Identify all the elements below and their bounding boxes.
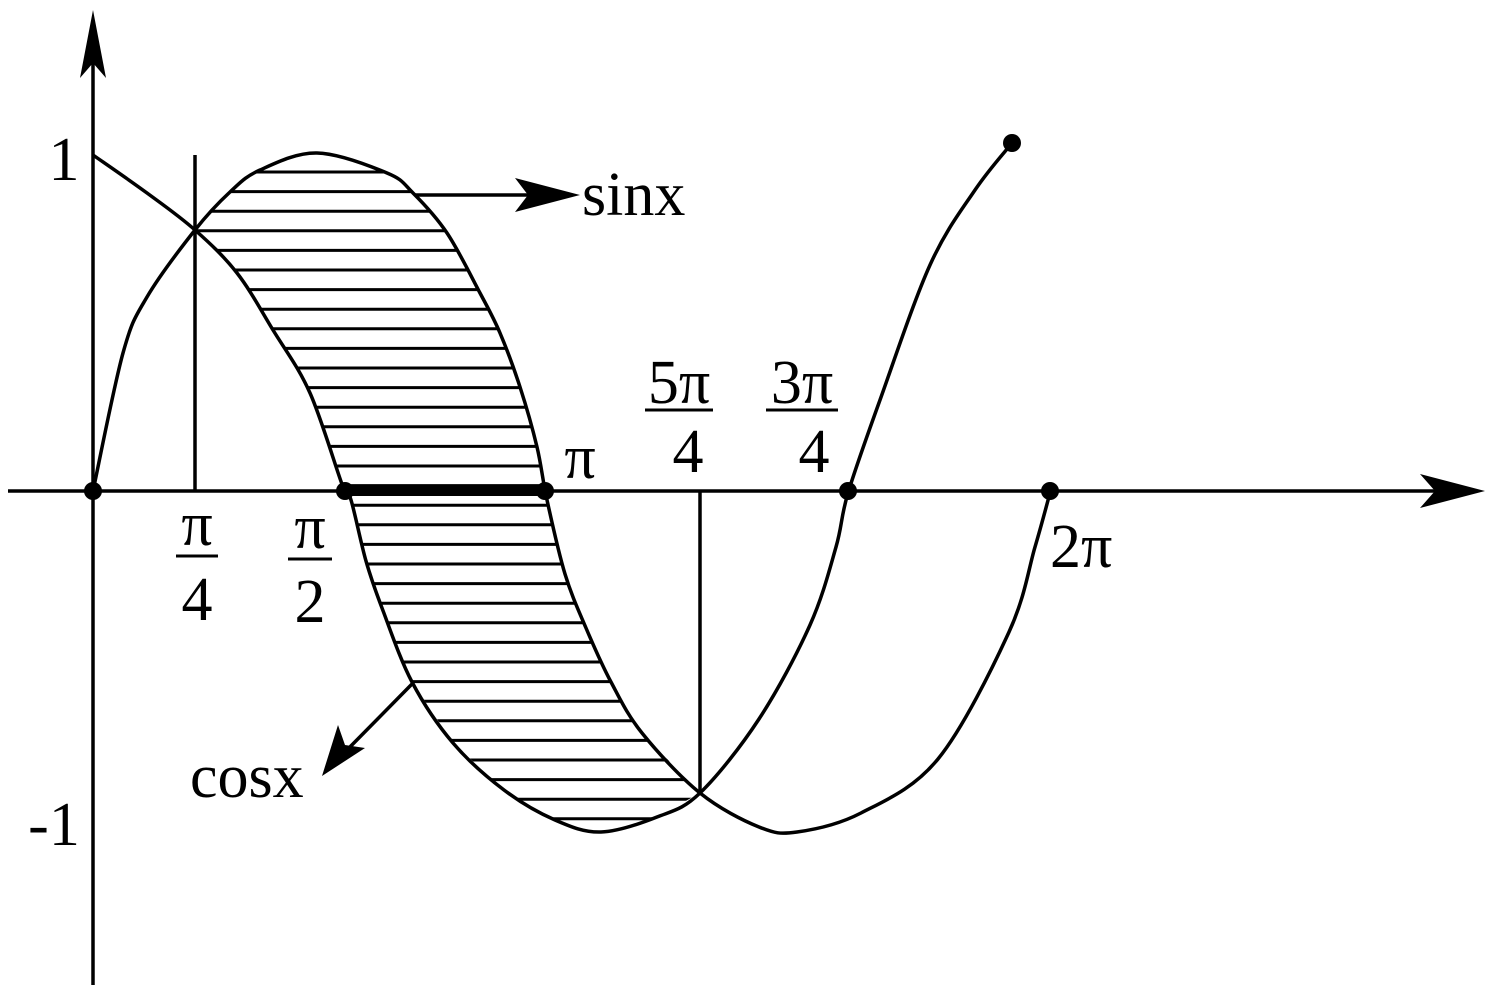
label-3pi-over-4-num: 3π	[771, 349, 833, 417]
label-3pi-over-4-den: 4	[799, 418, 830, 486]
sin-label: sinx	[582, 161, 685, 229]
label-pi: π	[564, 424, 595, 492]
cos-pointer-arrow-icon	[322, 725, 365, 776]
label-pi-over-2-num: π	[294, 494, 325, 562]
point-2pi	[1041, 482, 1059, 500]
point-origin	[84, 482, 102, 500]
label-pi-over-4-num: π	[181, 491, 212, 559]
y-label-minus-1: -1	[28, 791, 80, 859]
cos-label: cosx	[190, 743, 304, 811]
label-pi-over-4-den: 4	[182, 566, 213, 634]
point-3pi-over-4	[839, 482, 857, 500]
label-pi-over-2-den: 2	[295, 568, 326, 636]
label-2pi: 2π	[1050, 513, 1112, 581]
label-5pi-over-4-num: 5π	[648, 349, 710, 417]
sin-pointer-arrow-icon	[515, 178, 580, 212]
point-pi-over-2	[336, 482, 354, 500]
label-5pi-over-4-den: 4	[673, 418, 704, 486]
cos-pointer-line	[343, 682, 414, 754]
y-axis-arrow-icon	[80, 10, 106, 78]
sin-curve	[91, 151, 1052, 835]
x-axis-arrow-icon	[1420, 474, 1485, 508]
point-pi	[536, 482, 554, 500]
point-curve-end	[1003, 134, 1021, 152]
cos-curve	[91, 141, 1014, 834]
y-label-1: 1	[49, 126, 80, 194]
